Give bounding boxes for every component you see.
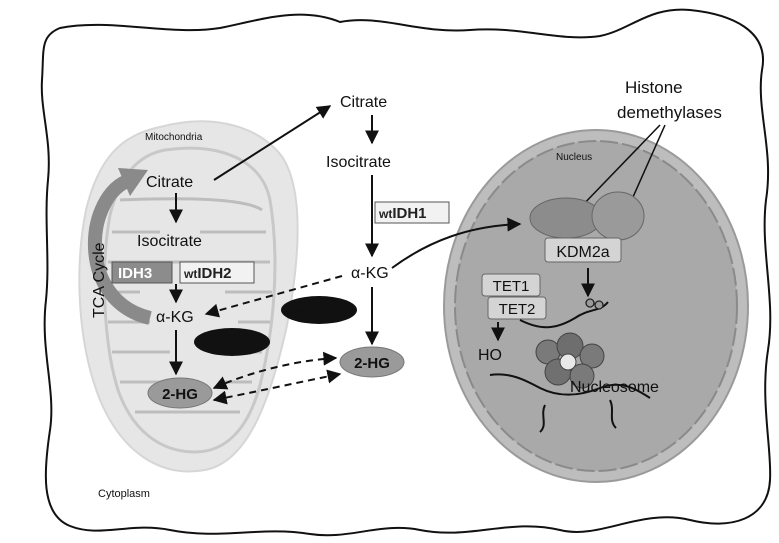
cyto-isocitrate: Isocitrate [326, 154, 391, 171]
tet2-box [487, 296, 547, 320]
cyto-2hg [339, 346, 405, 378]
tet2-label: TET2 [499, 301, 536, 318]
nucleus-label: Nucleus [556, 152, 592, 163]
kdm2a-label: KDM2a [556, 244, 609, 261]
demethylase-enzyme-1 [529, 197, 603, 239]
mito-citrate: Citrate [146, 174, 193, 191]
dna-strand [489, 301, 651, 433]
midh1-badge [281, 296, 357, 324]
tca-cycle-arrow [88, 173, 152, 325]
wt-idh1-label: wtIDH1 [378, 205, 427, 222]
kdm2a-box [544, 237, 622, 263]
nucleosome-core [535, 332, 605, 389]
mitochondria-inner-membrane [102, 146, 277, 454]
2hg-exchange-lower-dashed-arrow [212, 369, 342, 405]
cyto-2hg-label: 2-HG [354, 355, 390, 372]
demethylase-enzyme-2 [591, 191, 645, 241]
akg-to-nucleus-arrow [391, 217, 522, 269]
wt-idh2-label: wtIDH2 [183, 265, 232, 282]
tet1-label: TET1 [493, 278, 530, 295]
mitochondria-label: Mitochondria [145, 132, 203, 143]
histone-demethylases-label-line2: demethylases [617, 103, 722, 122]
midh1-label: mIDH1 [296, 303, 343, 320]
citrate-export-arrow [213, 105, 332, 181]
mito-2hg-label: 2-HG [162, 386, 198, 403]
demethylase-pointer-1 [577, 124, 661, 211]
cyto-akg: α-KG [351, 265, 389, 282]
mito-isocitrate: Isocitrate [137, 233, 202, 250]
cytoplasm-label: Cytoplasm [98, 488, 150, 500]
cyto-citrate: Citrate [340, 94, 387, 111]
midh2-badge [194, 328, 270, 356]
ho-label: HO [478, 347, 502, 364]
wt-idh2-box [179, 261, 255, 284]
idh3-label: IDH3 [118, 265, 152, 282]
idh3-box [111, 261, 173, 284]
tca-cycle-label: TCA Cycle [91, 242, 108, 318]
mito-2hg [147, 377, 213, 409]
wt-idh1-box [374, 201, 450, 224]
nucleosome-label: Nucleosome [570, 379, 659, 396]
tca-cycle-arrowhead [118, 168, 148, 196]
histone-demethylases-label-line1: Histone [625, 78, 683, 97]
mito-akg: α-KG [156, 309, 194, 326]
tet1-box [481, 273, 541, 297]
histone-tail-marks [585, 298, 604, 310]
midh2-label: mIDH2 [209, 335, 256, 352]
